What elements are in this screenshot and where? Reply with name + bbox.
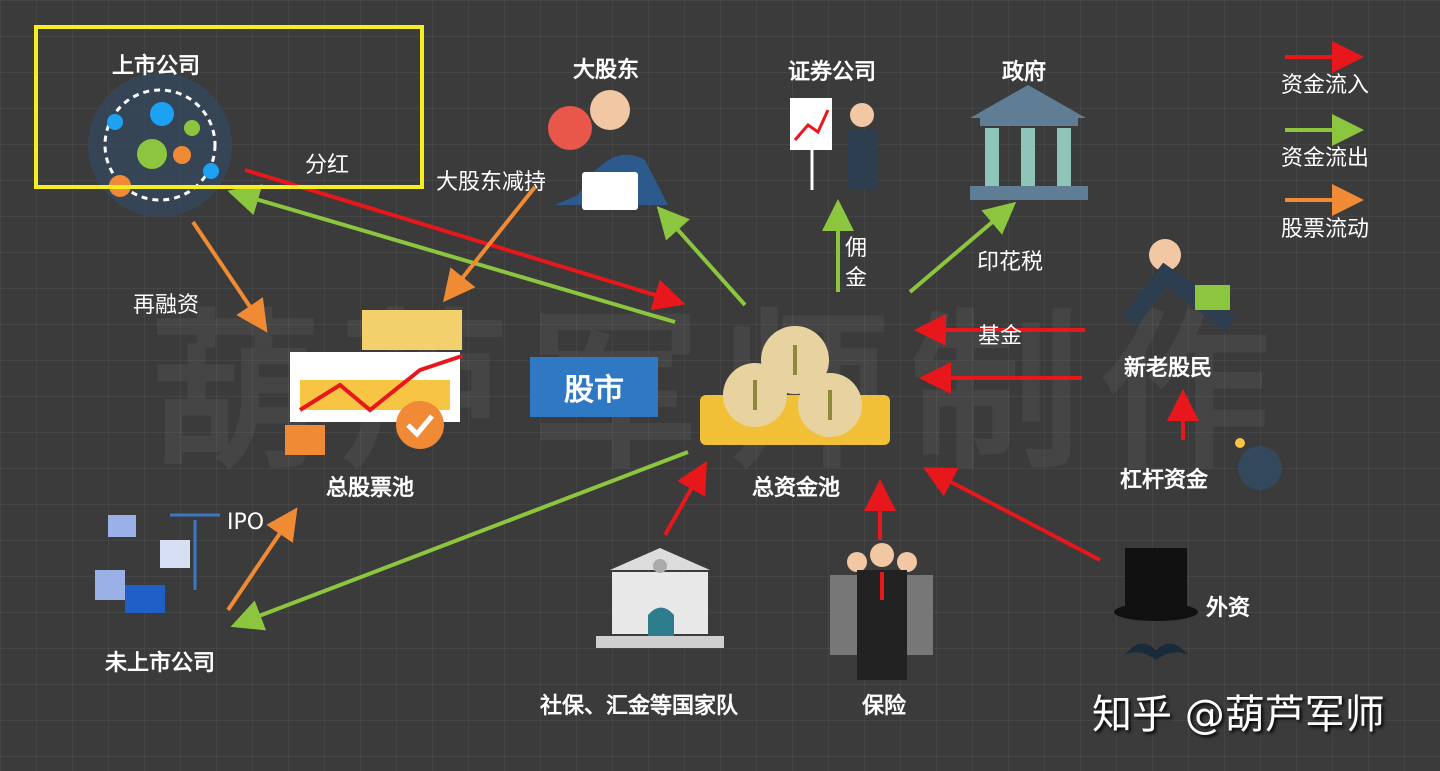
commission-label-2: 金 bbox=[845, 266, 868, 291]
major-shareholder-label: 大股东 bbox=[573, 58, 640, 83]
investor-icon bbox=[1122, 239, 1236, 332]
stamp-tax-arrow bbox=[908, 201, 1017, 294]
highlight-box bbox=[34, 25, 424, 189]
government-building-icon bbox=[970, 85, 1088, 200]
national-arrow bbox=[663, 461, 707, 536]
retail-investor-label: 新老股民 bbox=[1124, 356, 1213, 381]
broker-icon bbox=[790, 98, 878, 190]
to-major-arrow bbox=[656, 206, 747, 307]
legend-outflow-label: 资金流出 bbox=[1281, 146, 1370, 171]
national-team-label: 社保、汇金等国家队 bbox=[540, 694, 739, 719]
ipo-arrow bbox=[226, 507, 298, 612]
stamp-tax-label: 印花税 bbox=[977, 250, 1044, 275]
government-label: 政府 bbox=[1002, 60, 1047, 85]
foreign-arrow bbox=[922, 467, 1101, 562]
reduce-arrow bbox=[443, 185, 537, 303]
stock-pool-monitor-icon bbox=[285, 310, 463, 455]
top-hat-icon bbox=[1114, 548, 1198, 660]
money-bags-icon bbox=[700, 326, 890, 445]
dividend-label: 分红 bbox=[305, 153, 350, 178]
reduce-label: 大股东减持 bbox=[436, 170, 547, 195]
fund-pool-label: 总资金池 bbox=[752, 476, 841, 501]
legend-stock-label: 股票流动 bbox=[1281, 217, 1370, 242]
stock-pool-label: 总股票池 bbox=[326, 476, 415, 501]
unlisted-company-label: 未上市公司 bbox=[105, 651, 216, 676]
dividend-arrow bbox=[244, 168, 686, 311]
bomb-icon bbox=[1235, 438, 1282, 490]
credit-watermark: 知乎 @葫芦军师 bbox=[1092, 692, 1385, 738]
fund-label: 基金 bbox=[978, 324, 1023, 349]
stock-market-label: 股市 bbox=[530, 357, 658, 417]
insurance-people-icon bbox=[830, 543, 933, 680]
foreign-capital-label: 外资 bbox=[1206, 596, 1251, 621]
listed-company-label: 上市公司 bbox=[112, 54, 201, 79]
ipo-label: IPO bbox=[227, 510, 265, 535]
refinance-arrow bbox=[191, 220, 268, 333]
major-shareholder-icon bbox=[548, 90, 668, 210]
legend-inflow-label: 资金流入 bbox=[1281, 73, 1370, 98]
to-unlisted-arrow bbox=[230, 450, 689, 631]
refinance-label: 再融资 bbox=[133, 293, 200, 318]
leverage-label: 杠杆资金 bbox=[1120, 468, 1209, 493]
broker-label: 证券公司 bbox=[788, 60, 877, 85]
puzzle-company-icon bbox=[95, 513, 220, 613]
outflow-listed-arrow bbox=[227, 184, 676, 324]
commission-label-1: 佣 bbox=[845, 236, 868, 261]
insurance-label: 保险 bbox=[862, 694, 907, 719]
bank-building-icon bbox=[596, 548, 724, 648]
